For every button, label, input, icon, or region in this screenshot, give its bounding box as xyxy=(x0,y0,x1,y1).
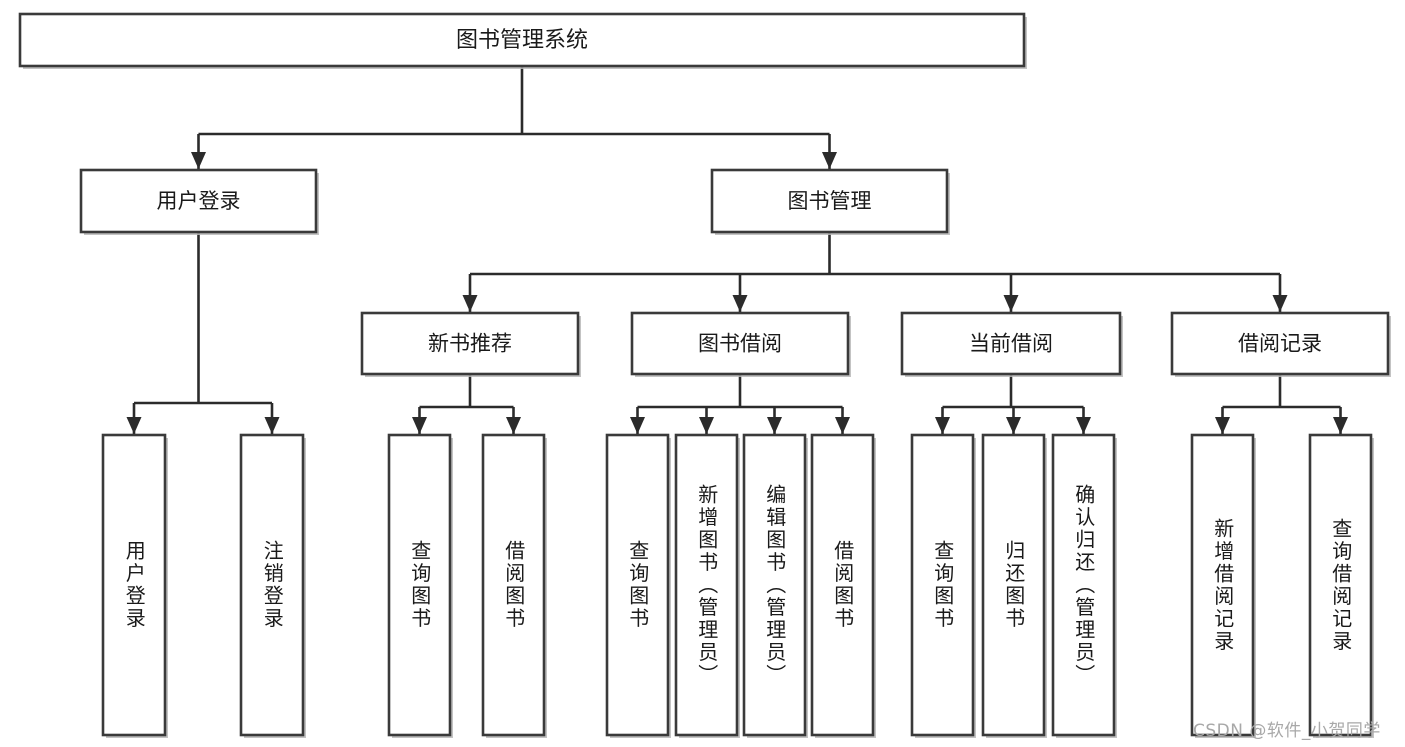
arrow-head-icon xyxy=(732,295,748,312)
node-leaf-confirm-return[interactable] xyxy=(1051,433,1117,738)
node-leaf-edit-book[interactable] xyxy=(742,433,808,738)
node-leaf-query-book-1[interactable] xyxy=(387,433,453,738)
connector-conn-bookmanage-bus xyxy=(468,232,1282,312)
node-rect[interactable] xyxy=(481,433,546,737)
node-rect[interactable] xyxy=(79,168,318,234)
node-label: 当前借阅 xyxy=(969,332,1053,356)
node-label: 新书推荐 xyxy=(428,332,512,356)
node-rect[interactable] xyxy=(360,311,580,376)
arrow-head-icon xyxy=(1006,417,1021,434)
node-leaf-user-logout[interactable] xyxy=(239,433,306,738)
node-rect[interactable] xyxy=(239,433,305,737)
node-label: 借阅记录 xyxy=(1238,332,1322,356)
node-rect[interactable] xyxy=(742,433,807,737)
arrow-head-icon xyxy=(264,417,280,434)
arrow-head-icon xyxy=(630,417,645,434)
arrow-head-icon xyxy=(1272,295,1288,312)
node-leaf-return-book[interactable] xyxy=(981,433,1047,738)
arrow-head-icon xyxy=(462,295,478,312)
node-label: 用户登录 xyxy=(157,189,241,213)
arrow-head-icon xyxy=(835,417,850,434)
arrow-head-icon xyxy=(412,417,427,434)
node-rect[interactable] xyxy=(710,168,949,234)
node-root[interactable]: 图书管理系统 xyxy=(18,12,1027,69)
node-rect[interactable] xyxy=(101,433,167,737)
node-rect[interactable] xyxy=(630,311,850,376)
node-label: 图书管理 xyxy=(788,189,872,213)
node-rect[interactable] xyxy=(674,433,739,737)
node-rect[interactable] xyxy=(387,433,452,737)
connector-conn-root-bus xyxy=(197,66,831,169)
node-book-borrow[interactable]: 图书借阅 xyxy=(630,311,851,377)
node-leaf-query-book-3[interactable] xyxy=(910,433,976,738)
node-new-book-rec[interactable]: 新书推荐 xyxy=(360,311,581,377)
node-borrow-record[interactable]: 借阅记录 xyxy=(1170,311,1391,377)
connector-layer xyxy=(126,66,1348,434)
connector-conn-borrowrecord-bus xyxy=(1221,374,1342,434)
arrow-head-icon xyxy=(126,417,142,434)
node-rect[interactable] xyxy=(18,12,1026,68)
arrow-head-icon xyxy=(822,152,837,169)
node-leaf-query-record[interactable] xyxy=(1308,433,1374,738)
arrow-head-icon xyxy=(1003,295,1019,312)
node-leaf-borrow-book-1[interactable] xyxy=(481,433,547,738)
node-rect[interactable] xyxy=(981,433,1046,737)
node-leaf-add-book[interactable] xyxy=(674,433,740,738)
connector-conn-userlogin-bus xyxy=(132,232,274,434)
node-rect[interactable] xyxy=(605,433,670,737)
node-leaf-query-book-2[interactable] xyxy=(605,433,671,738)
node-rect[interactable] xyxy=(1051,433,1116,737)
arrow-head-icon xyxy=(1215,417,1230,434)
connector-conn-bookborrow-bus xyxy=(636,374,844,434)
node-rect[interactable] xyxy=(1308,433,1373,737)
node-rect[interactable] xyxy=(910,433,975,737)
node-current-borrow[interactable]: 当前借阅 xyxy=(900,311,1123,377)
node-leaf-borrow-book-2[interactable] xyxy=(810,433,876,738)
arrow-head-icon xyxy=(699,417,714,434)
node-label: 图书管理系统 xyxy=(456,28,588,53)
arrow-head-icon xyxy=(191,152,206,169)
node-leaf-add-record[interactable] xyxy=(1190,433,1256,738)
node-leaf-user-login[interactable] xyxy=(101,433,168,738)
node-rect[interactable] xyxy=(900,311,1122,376)
node-user-login[interactable]: 用户登录 xyxy=(79,168,319,235)
node-rect[interactable] xyxy=(810,433,875,737)
node-label: 图书借阅 xyxy=(698,332,782,356)
arrow-head-icon xyxy=(1333,417,1348,434)
arrow-head-icon xyxy=(506,417,521,434)
arrow-head-icon xyxy=(767,417,782,434)
connector-conn-newbook-bus xyxy=(418,374,515,434)
node-book-manage[interactable]: 图书管理 xyxy=(710,168,950,235)
arrow-head-icon xyxy=(935,417,950,434)
arrow-head-icon xyxy=(1076,417,1091,434)
watermark-csdn: CSDN @软件_小贺同学 xyxy=(1193,721,1381,741)
node-rect[interactable] xyxy=(1170,311,1390,376)
node-rect[interactable] xyxy=(1190,433,1255,737)
